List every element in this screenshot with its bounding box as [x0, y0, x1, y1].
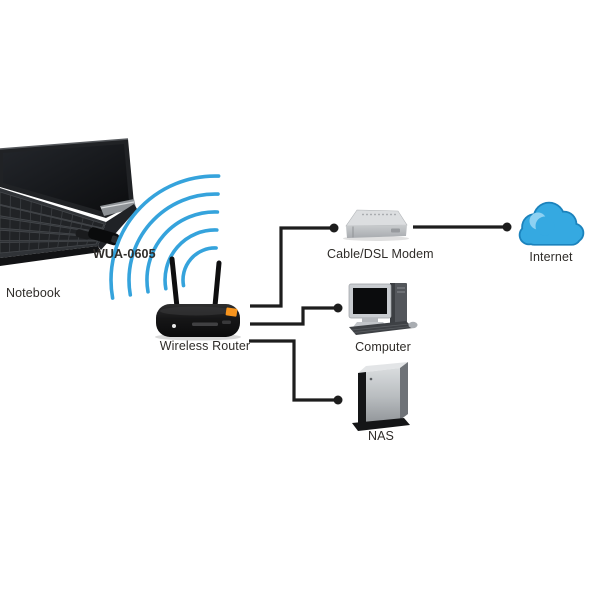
line-router-to-computer [250, 306, 337, 326]
router-front-detail [192, 322, 218, 326]
dot-computer [333, 303, 343, 313]
line-router-to-nas [249, 339, 337, 402]
connector-lines [249, 225, 507, 402]
nas-label: NAS [367, 429, 394, 443]
notebook-label: Notebook [6, 286, 61, 300]
laptop-front-edge [0, 246, 101, 266]
router-top-sheen [160, 306, 232, 316]
nas-front-strip [358, 372, 366, 425]
connector-dots [329, 222, 512, 405]
laptop-lid-edge [0, 138, 129, 150]
computer-image [348, 283, 418, 335]
modem-top [345, 209, 408, 227]
laptop-hinge-highlight [100, 201, 135, 209]
computer-monitor-neck [362, 318, 378, 322]
modem-front [346, 225, 407, 238]
modem-vents [362, 213, 396, 216]
router-antenna-right [212, 260, 222, 309]
adapter-label: WUA-0605 [93, 247, 156, 261]
nas-image [352, 362, 410, 431]
dot-modem [329, 223, 339, 233]
computer-tower-drive [397, 287, 405, 289]
computer-keyboard-row [351, 323, 410, 331]
nas-front [358, 368, 400, 425]
nas-side [400, 362, 408, 420]
computer-keyboard-row-2 [353, 326, 412, 333]
internet-label: Internet [529, 250, 573, 264]
cable-dsl-modem-image [343, 209, 409, 241]
computer-tower-drive-2 [397, 291, 405, 293]
dot-internet [502, 222, 512, 232]
computer-label: Computer [355, 340, 411, 354]
usb-adapter-icon [75, 227, 120, 246]
nas-base [352, 418, 410, 431]
router-badge [225, 307, 238, 317]
router-front-detail-2 [222, 320, 231, 324]
wifi-arcs-icon [109, 174, 221, 300]
computer-tower-front [390, 283, 395, 323]
nas-power-led [369, 377, 373, 381]
internet-cloud-icon [518, 201, 585, 246]
computer-mouse [408, 321, 418, 329]
wireless-router-image [155, 256, 241, 341]
notebook-laptop-image [0, 138, 137, 266]
laptop-screen [3, 144, 129, 212]
router-label: Wireless Router [159, 339, 251, 353]
dot-nas [333, 395, 343, 405]
modem-port-detail [391, 228, 400, 233]
modem-label: Cable/DSL Modem [327, 247, 434, 261]
router-led [172, 324, 176, 328]
nas-top [358, 362, 408, 373]
line-router-to-modem [250, 226, 333, 308]
cloud-highlight-mask [535, 216, 555, 236]
router-antenna-left [169, 256, 180, 310]
computer-screen [353, 288, 387, 314]
